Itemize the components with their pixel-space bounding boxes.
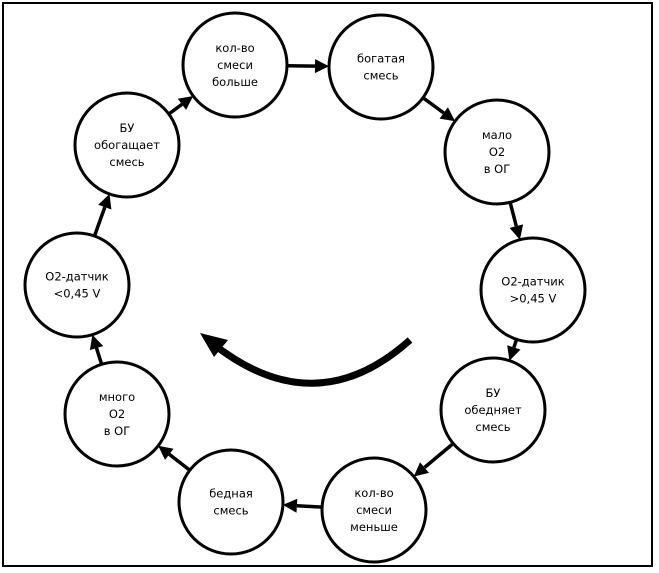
node-label-ecu-leans-line-2: смесь [475, 420, 510, 434]
node-label-high-o2-line-2: в ОГ [104, 424, 131, 438]
node-rich-mix: богатая смесь [327, 13, 435, 121]
node-circle-sensor-high [479, 236, 587, 344]
node-circle-lean-mix [177, 448, 285, 556]
edge-arrowhead-mix-more-to-rich-mix [314, 59, 329, 74]
edge-arrow-lean-mix-to-high-o2 [168, 452, 191, 472]
node-label-low-o2-line-2: в ОГ [484, 162, 511, 176]
node-label-sensor-high-line-0: O2-датчик [501, 275, 564, 289]
edge-arrow-high-o2-to-sensor-low [94, 347, 104, 365]
node-label-mix-more-line-2: больше [212, 75, 258, 89]
node-sensor-low: O2-датчик <0,45 V [23, 231, 131, 339]
node-circle-ecu-leans [439, 356, 547, 464]
node-label-sensor-low-line-0: O2-датчик [45, 270, 108, 284]
node-ecu-leans: БУ обедняет смесь [439, 356, 547, 464]
edge-arrow-rich-mix-to-low-o2 [421, 96, 445, 115]
edge-arrowhead-mix-less-to-lean-mix [282, 498, 298, 513]
node-label-lean-mix-line-0: бедная [209, 487, 253, 501]
edge-arrowhead-sensor-high-to-ecu-leans [507, 345, 521, 361]
node-label-rich-mix-line-1: смесь [363, 69, 398, 83]
node-label-ecu-leans-line-1: обедняет [464, 403, 522, 417]
edge-arrowhead-rich-mix-to-low-o2 [439, 107, 456, 122]
edge-arrowhead-low-o2-to-sensor-high [509, 224, 524, 240]
edge-arrowhead-ecu-leans-to-mix-less [413, 462, 429, 477]
node-mix-less: кол-во смеси меньше [320, 456, 428, 564]
edge-arrowhead-ecu-enriches-to-mix-more [177, 96, 194, 110]
edge-arrowhead-high-o2-to-sensor-low [89, 334, 104, 351]
node-circle-ecu-enriches [73, 91, 181, 199]
node-label-ecu-enriches-line-0: БУ [120, 121, 135, 135]
node-label-sensor-high-line-1: >0,45 V [510, 292, 557, 306]
node-label-high-o2-line-1: O2 [109, 407, 125, 421]
node-mix-more: кол-во смеси больше [181, 11, 289, 119]
node-sensor-high: O2-датчик >0,45 V [479, 236, 587, 344]
node-label-mix-less-line-1: смеси [356, 503, 392, 517]
node-circle-mix-less [320, 456, 428, 564]
edge-arrow-mix-less-to-lean-mix [296, 503, 323, 509]
node-label-sensor-low-line-1: <0,45 V [54, 287, 101, 301]
node-label-mix-less-line-0: кол-во [354, 486, 393, 500]
node-circle-rich-mix [327, 13, 435, 121]
node-label-lean-mix-line-1: смесь [213, 504, 248, 518]
edge-arrow-low-o2-to-sensor-high [508, 201, 518, 227]
node-label-mix-more-line-0: кол-во [215, 41, 254, 55]
edge-arrowhead-lean-mix-to-high-o2 [158, 445, 174, 460]
node-label-high-o2-line-0: много [99, 390, 135, 404]
edges-layer [89, 59, 524, 513]
node-label-ecu-enriches-line-1: обогащает [94, 138, 160, 152]
node-label-low-o2-line-0: мало [482, 128, 512, 142]
node-lean-mix: бедная смесь [177, 448, 285, 556]
node-label-ecu-leans-line-0: БУ [486, 386, 501, 400]
node-label-rich-mix-line-0: богатая [357, 52, 405, 66]
edge-arrow-ecu-enriches-to-mix-more [167, 102, 184, 116]
edge-arrow-ecu-leans-to-mix-less [423, 442, 455, 469]
diagram-frame [2, 2, 653, 567]
node-label-ecu-enriches-line-2: смесь [109, 155, 144, 169]
center-curved-arrow [209, 337, 413, 387]
node-circle-high-o2 [63, 360, 171, 468]
node-label-low-o2-line-1: O2 [489, 145, 505, 159]
node-label-mix-less-line-2: меньше [350, 520, 398, 534]
node-circle-low-o2 [443, 98, 551, 206]
edge-arrow-sensor-low-to-ecu-enriches [92, 206, 107, 237]
node-ecu-enriches: БУ обогащает смесь [73, 91, 181, 199]
center-arrow-layer [200, 333, 413, 387]
edge-arrowhead-sensor-low-to-ecu-enriches [98, 194, 112, 210]
node-label-mix-more-line-1: смеси [217, 58, 253, 72]
center-curved-arrow-head [200, 333, 228, 357]
node-circle-sensor-low [23, 231, 131, 339]
node-circle-mix-more [181, 11, 289, 119]
